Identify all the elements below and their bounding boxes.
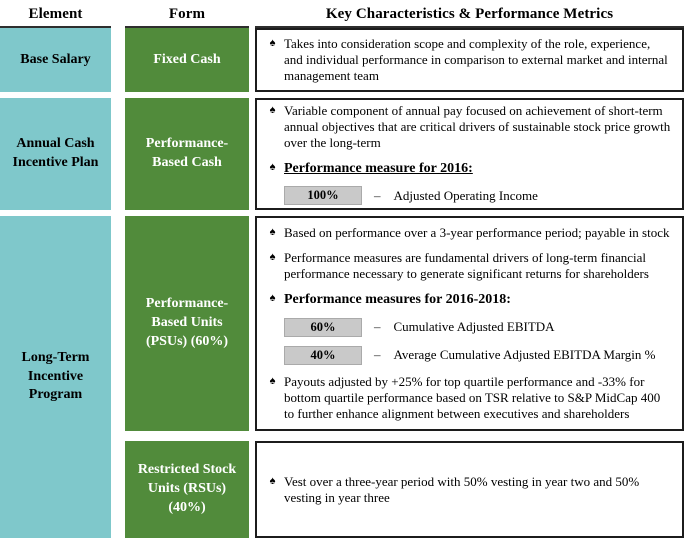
bullet-item: ♠ Vest over a three-year period with 50%… (261, 474, 672, 506)
metrics-box-rsus: ♠ Vest over a three-year period with 50%… (255, 441, 684, 538)
dash-separator: – (374, 319, 381, 335)
spade-bullet-icon: ♠ (269, 292, 276, 305)
measure-pct-badge: 100% (284, 186, 362, 206)
bullet-text: Payouts adjusted by +25% for top quartil… (284, 373, 661, 421)
element-cell-annual-cash-incentive: Annual Cash Incentive Plan (0, 98, 111, 210)
form-cell-rsus: Restricted Stock Units (RSUs) (40%) (125, 441, 249, 538)
spade-bullet-icon: ♠ (269, 226, 276, 239)
bullet-item: ♠ Performance measures are fundamental d… (261, 250, 672, 282)
bullet-text: Takes into consideration scope and compl… (284, 36, 668, 83)
bullet-item: ♠ Performance measures for 2016-2018: (261, 291, 672, 308)
metrics-box-psus: ♠ Based on performance over a 3-year per… (255, 216, 684, 431)
form-cell-fixed-cash: Fixed Cash (125, 28, 249, 92)
bullet-text: Variable component of annual pay focused… (284, 102, 671, 150)
measure-description: Adjusted Operating Income (393, 187, 538, 203)
measure-pct-badge: 60% (284, 317, 362, 337)
bullet-item: ♠ Takes into consideration scope and com… (261, 36, 672, 84)
column-header-metrics: Key Characteristics & Performance Metric… (255, 0, 684, 28)
measure-row: 60% – Cumulative Adjusted EBITDA (284, 317, 672, 337)
measure-description: Cumulative Adjusted EBITDA (393, 319, 555, 335)
measure-row: 40% – Average Cumulative Adjusted EBITDA… (284, 345, 672, 365)
measure-row: 100% – Adjusted Operating Income (284, 186, 672, 206)
spade-bullet-icon: ♠ (269, 474, 276, 487)
form-cell-performance-based-cash: Performance-Based Cash (125, 98, 249, 210)
spade-bullet-icon: ♠ (269, 160, 276, 173)
bullet-text: Vest over a three-year period with 50% v… (284, 473, 640, 505)
column-header-element: Element (0, 0, 111, 28)
element-cell-base-salary: Base Salary (0, 28, 111, 92)
bullet-text-heading: Performance measure for 2016: (284, 160, 473, 176)
spade-bullet-icon: ♠ (269, 374, 276, 387)
bullet-text: Based on performance over a 3-year perfo… (284, 225, 670, 241)
spade-bullet-icon: ♠ (269, 251, 276, 264)
form-cell-psus: Performance-Based Units (PSUs) (60%) (125, 216, 249, 431)
spade-bullet-icon: ♠ (269, 103, 276, 116)
metrics-box-base-salary: ♠ Takes into consideration scope and com… (255, 28, 684, 92)
element-cell-long-term-incentive: Long-Term Incentive Program (0, 216, 111, 538)
measure-pct-badge: 40% (284, 345, 362, 365)
bullet-item: ♠ Based on performance over a 3-year per… (261, 225, 672, 241)
dash-separator: – (374, 187, 381, 203)
measure-description: Average Cumulative Adjusted EBITDA Margi… (393, 347, 656, 363)
bullet-item: ♠ Variable component of annual pay focus… (261, 103, 672, 151)
bullet-text-heading: Performance measures for 2016-2018: (284, 292, 511, 308)
bullet-text: Performance measures are fundamental dri… (284, 250, 649, 282)
dash-separator: – (374, 347, 381, 363)
bullet-item: ♠ Payouts adjusted by +25% for top quart… (261, 374, 672, 422)
spade-bullet-icon: ♠ (269, 37, 276, 50)
metrics-box-annual-cash-incentive: ♠ Variable component of annual pay focus… (255, 98, 684, 210)
column-header-form: Form (125, 0, 249, 28)
bullet-item: ♠ Performance measure for 2016: (261, 160, 672, 177)
